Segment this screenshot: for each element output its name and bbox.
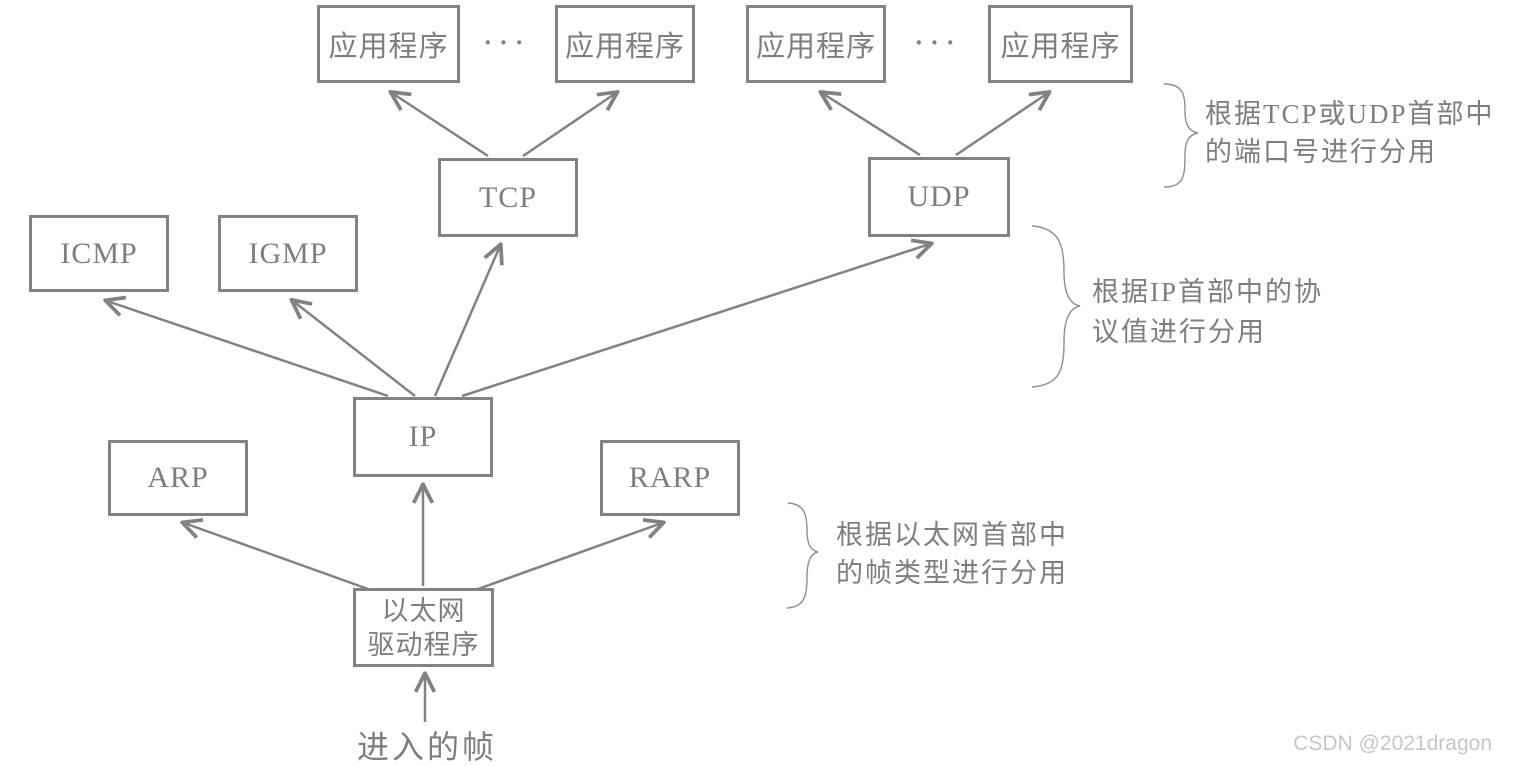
annotation-network-line1: 根据IP首部中的协: [1092, 277, 1324, 307]
csdn-watermark: CSDN @2021dragon: [1293, 732, 1492, 755]
box-arp: ARP: [108, 440, 248, 516]
brace-network: [1031, 225, 1081, 388]
arrow-tcp-to-app1: [392, 93, 489, 158]
arrow-eth-to-rarp: [477, 523, 662, 591]
ellipsis-right: ···: [914, 28, 962, 57]
box-application-4: 应用程序: [988, 5, 1133, 83]
arrow-udp-to-app3: [822, 93, 921, 157]
box-application-3: 应用程序: [746, 5, 886, 83]
annotation-transport-line2: 的端口号进行分用: [1205, 137, 1437, 167]
annotation-network-demux: 根据IP首部中的协 议值进行分用: [1092, 272, 1323, 352]
box-ip: IP: [353, 397, 493, 477]
ethernet-driver-line2: 驱动程序: [367, 629, 480, 660]
annotation-link-line2: 的帧类型进行分用: [836, 558, 1068, 588]
arrow-ip-to-igmp: [293, 301, 416, 397]
box-application-2: 应用程序: [555, 5, 695, 83]
annotation-transport-demux: 根据TCP或UDP首部中 的端口号进行分用: [1205, 95, 1495, 171]
box-rarp: RARP: [600, 440, 740, 516]
box-igmp: IGMP: [218, 215, 358, 292]
brace-link: [786, 502, 819, 609]
annotation-link-demux: 根据以太网首部中 的帧类型进行分用: [836, 516, 1068, 592]
arrow-ip-to-tcp: [433, 246, 500, 397]
arrow-ip-to-icmp: [107, 301, 389, 398]
box-udp: UDP: [868, 157, 1010, 237]
annotation-network-line2: 议值进行分用: [1092, 317, 1266, 347]
incoming-frame-label: 进入的帧: [356, 729, 497, 765]
arrow-udp-to-app4: [955, 93, 1048, 157]
annotation-link-line1: 根据以太网首部中: [836, 520, 1068, 550]
arrow-tcp-to-app2: [522, 93, 616, 158]
box-application-1: 应用程序: [317, 5, 460, 83]
arrow-ip-to-udp: [461, 244, 930, 398]
annotation-transport-line1: 根据TCP或UDP首部中: [1205, 99, 1495, 129]
box-ethernet-driver: 以太网 驱动程序: [353, 588, 494, 667]
ethernet-driver-line1: 以太网: [381, 595, 466, 626]
ellipsis-left: ···: [483, 28, 531, 57]
brace-transport: [1163, 83, 1199, 188]
box-icmp: ICMP: [29, 215, 169, 292]
arrow-eth-to-arp: [184, 523, 369, 591]
box-tcp: TCP: [438, 158, 578, 237]
